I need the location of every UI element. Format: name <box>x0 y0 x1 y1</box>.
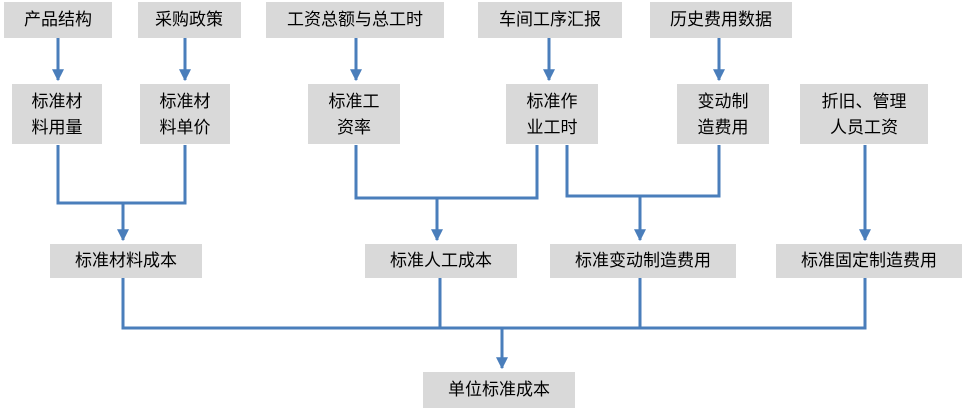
svg-text:采购政策: 采购政策 <box>155 10 223 30</box>
node-wages-hours: 工资总额与总工时 <box>266 2 444 38</box>
node-historical-costs: 历史费用数据 <box>650 2 792 38</box>
svg-text:标准作: 标准作 <box>527 92 578 112</box>
svg-text:工资总额与总工时: 工资总额与总工时 <box>287 10 423 30</box>
connector-material <box>56 145 187 205</box>
node-workshop-process: 车间工序汇报 <box>478 2 622 38</box>
svg-text:标准变动制造费用: 标准变动制造费用 <box>575 251 711 271</box>
node-std-material-price: 标准材 料单价 <box>140 84 230 144</box>
svg-text:历史费用数据: 历史费用数据 <box>670 10 772 30</box>
node-std-variable-overhead: 标准变动制造费用 <box>550 244 736 278</box>
connector-bottom-bus <box>121 278 867 330</box>
svg-text:标准材料成本: 标准材料成本 <box>75 251 177 271</box>
svg-text:标准人工成本: 标准人工成本 <box>390 251 492 271</box>
svg-text:折旧、管理: 折旧、管理 <box>822 92 907 112</box>
node-std-work-hours: 标准作 业工时 <box>506 84 598 144</box>
node-std-material-cost: 标准材料成本 <box>50 244 202 278</box>
svg-text:资率: 资率 <box>337 118 371 138</box>
node-std-labor-cost: 标准人工成本 <box>365 244 517 278</box>
node-std-wage-rate: 标准工 资率 <box>308 84 400 144</box>
svg-text:标准工: 标准工 <box>329 92 380 112</box>
svg-text:产品结构: 产品结构 <box>24 10 92 30</box>
node-purchase-policy: 采购政策 <box>138 2 241 38</box>
connectors <box>52 38 871 370</box>
svg-text:单位标准成本: 单位标准成本 <box>448 380 550 400</box>
svg-text:料用量: 料用量 <box>32 118 83 138</box>
node-depreciation-mgmt: 折旧、管理 人员工资 <box>800 84 928 144</box>
node-unit-std-cost: 单位标准成本 <box>423 372 575 408</box>
node-std-material-qty: 标准材 料用量 <box>12 84 102 144</box>
svg-text:标准材: 标准材 <box>32 92 83 112</box>
svg-text:业工时: 业工时 <box>527 118 578 138</box>
svg-text:标准固定制造费用: 标准固定制造费用 <box>801 251 937 271</box>
svg-text:造费用: 造费用 <box>698 118 749 138</box>
connector-variable <box>565 145 721 198</box>
connector-labor <box>354 145 539 200</box>
svg-text:标准材: 标准材 <box>160 92 211 112</box>
node-std-fixed-overhead: 标准固定制造费用 <box>776 244 962 278</box>
svg-text:车间工序汇报: 车间工序汇报 <box>499 10 601 30</box>
node-variable-overhead: 变动制 造费用 <box>677 84 769 144</box>
svg-text:料单价: 料单价 <box>160 118 211 138</box>
svg-text:变动制: 变动制 <box>698 92 749 112</box>
node-product-structure: 产品结构 <box>4 2 112 38</box>
svg-text:人员工资: 人员工资 <box>830 118 898 138</box>
